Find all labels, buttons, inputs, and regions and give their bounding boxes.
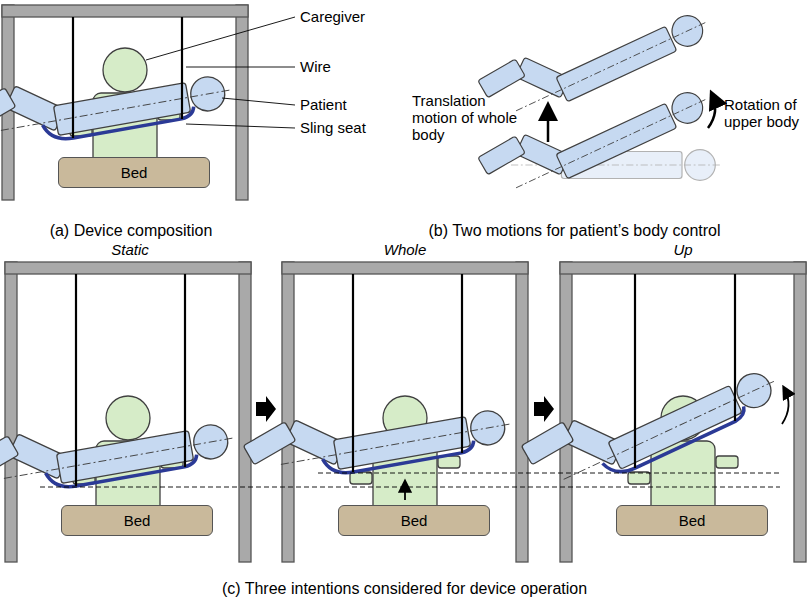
leader-line [146, 17, 295, 128]
bed-box: Bed [58, 157, 210, 188]
frame [5, 262, 806, 562]
bed-box: Bed [338, 505, 490, 536]
intention-label: Static [60, 241, 200, 258]
bed-box: Bed [61, 505, 213, 536]
motion-label: Rotation of upper body [724, 96, 806, 130]
part-label: Sling seat [300, 119, 410, 136]
bed-label: Bed [124, 512, 151, 529]
panel-caption: (a) Device composition [0, 222, 262, 239]
intention-label: Whole [335, 241, 475, 258]
panel-caption: (b) Two motions for patient’s body contr… [340, 222, 809, 239]
intention-label: Up [613, 241, 753, 258]
level-line [40, 473, 780, 487]
bed-label: Bed [121, 164, 148, 181]
motion-label: Translation motion of whole body [412, 92, 534, 143]
bed-label: Bed [679, 512, 706, 529]
panel-caption: (c) Three intentions considered for devi… [0, 580, 809, 597]
bed-box: Bed [616, 505, 768, 536]
bed-label: Bed [401, 512, 428, 529]
part-label: Wire [300, 58, 410, 75]
step-arrow [256, 396, 554, 422]
part-label: Caregiver [300, 8, 410, 25]
part-label: Patient [300, 96, 410, 113]
